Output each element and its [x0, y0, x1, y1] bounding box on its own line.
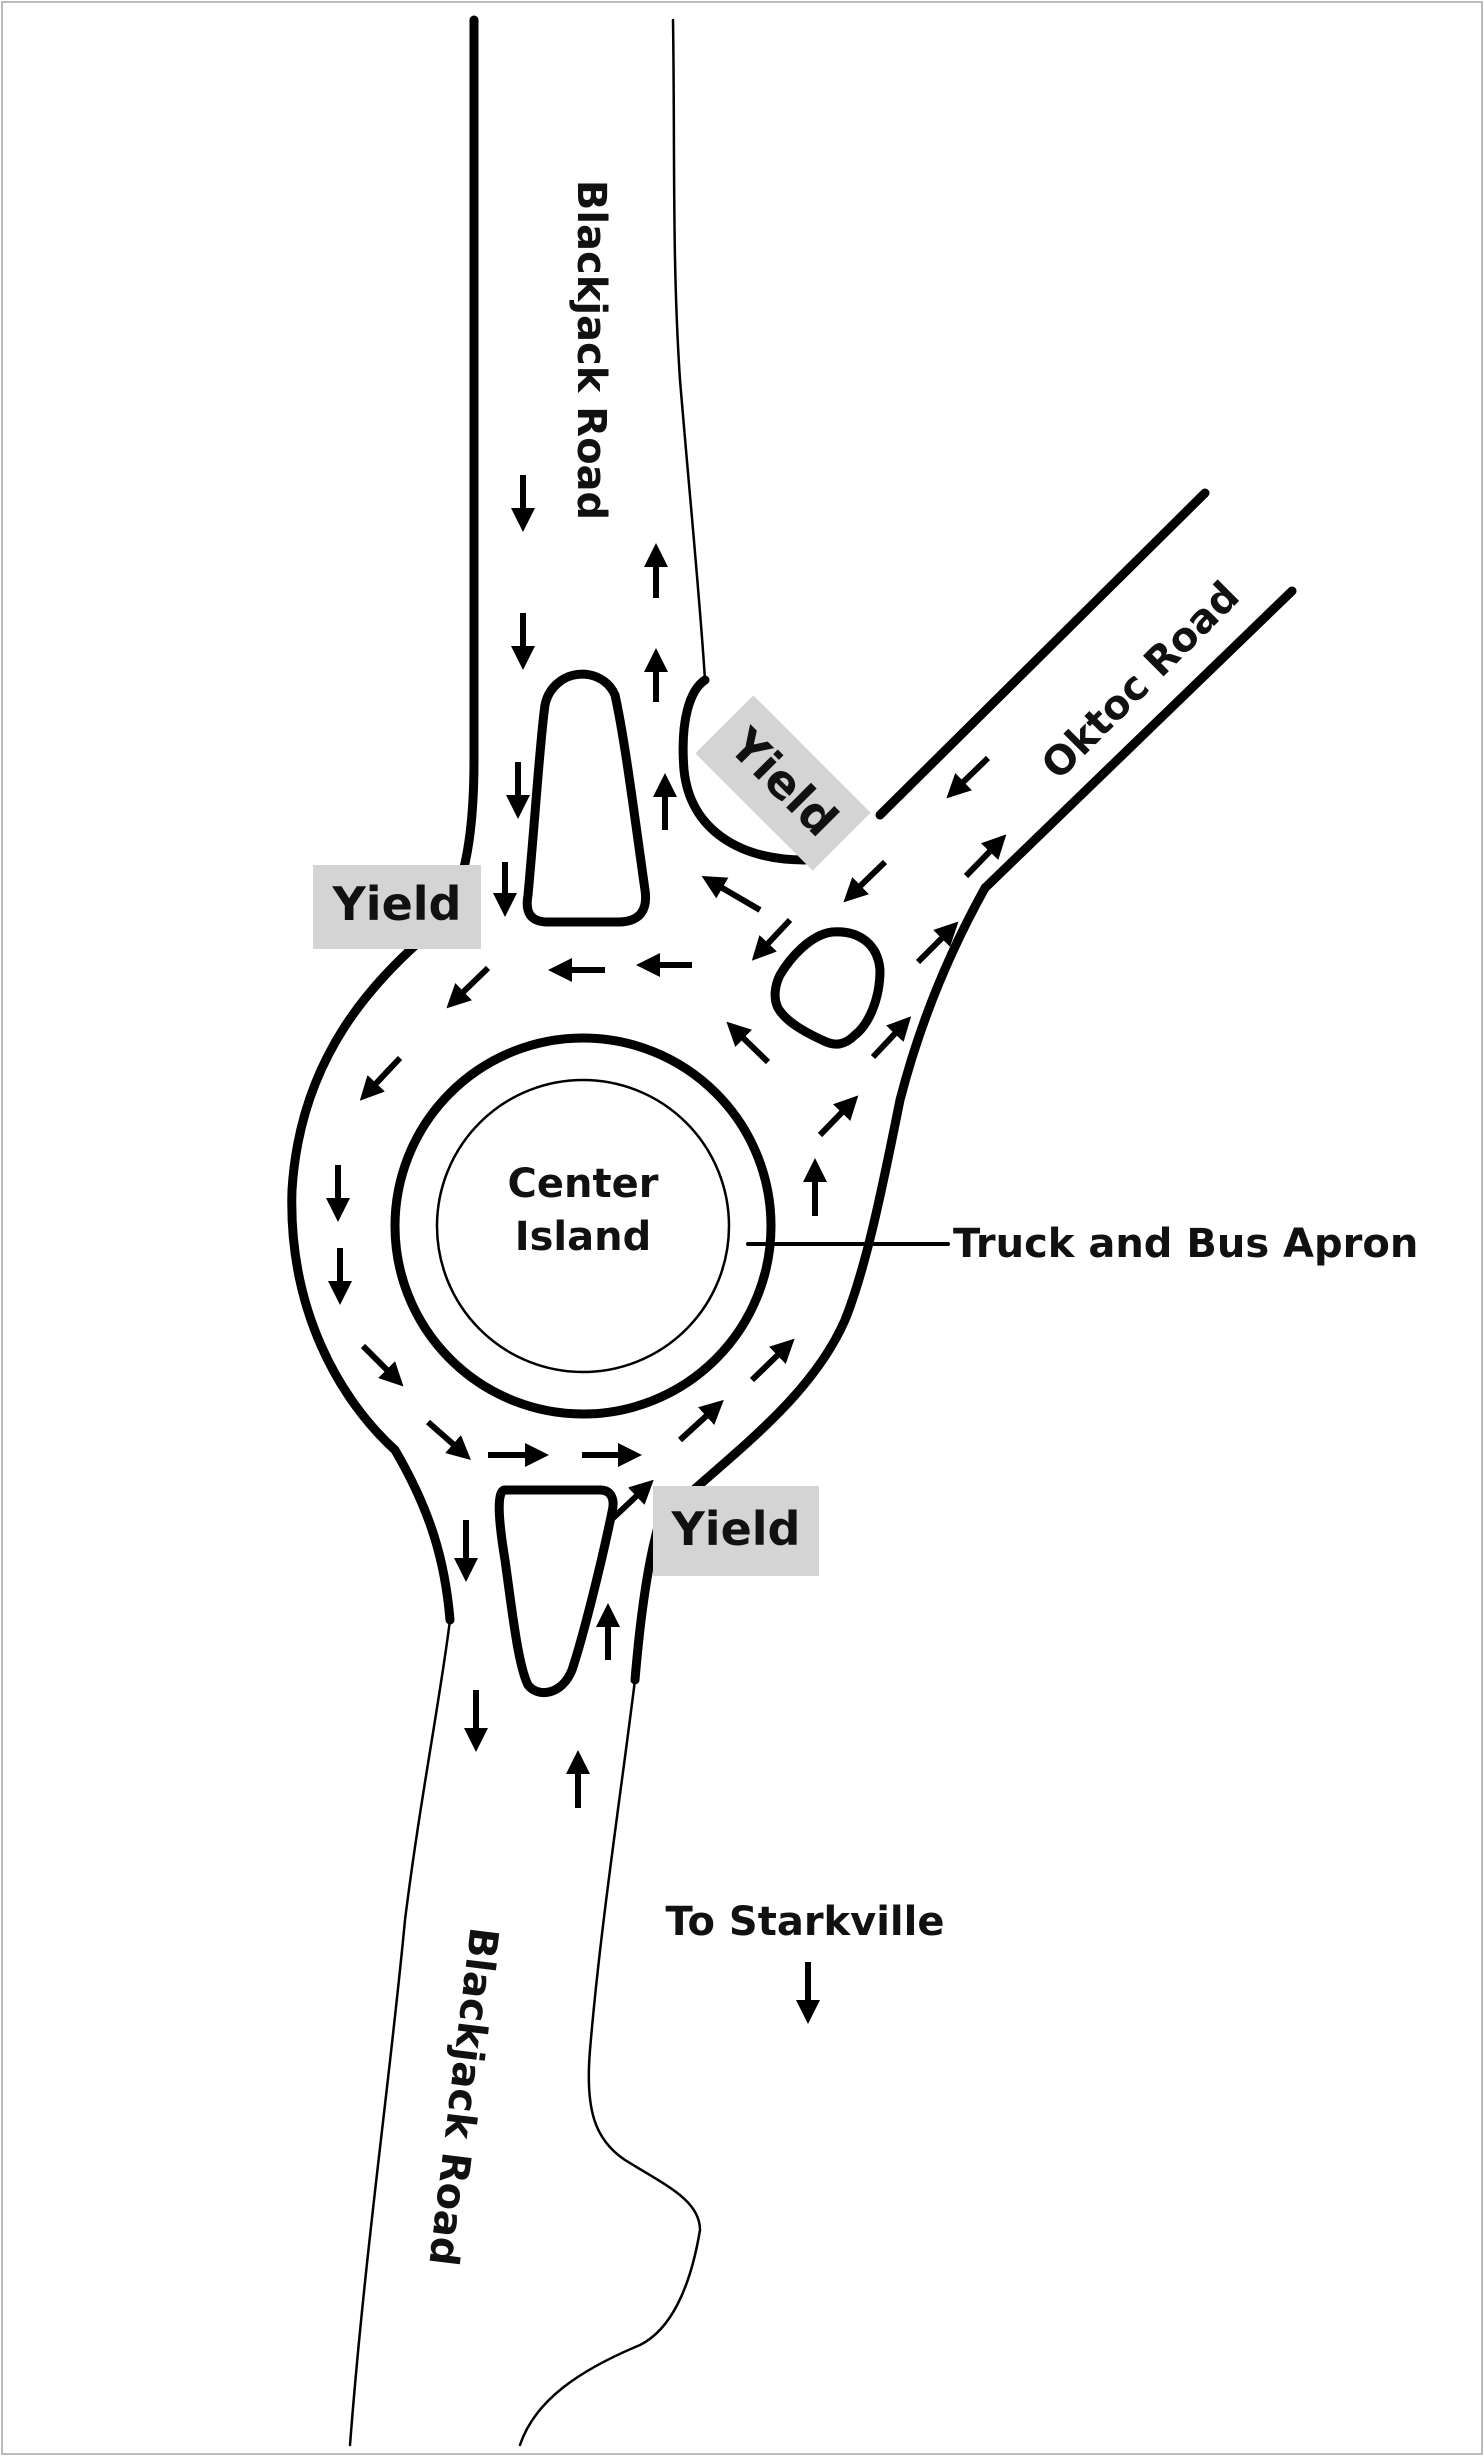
down-right-arrow-icon [360, 1343, 404, 1387]
yield-sign-northwest: Yield [313, 865, 481, 949]
down-left-arrow-icon [446, 965, 491, 1009]
down-right-arrow-icon [426, 1419, 471, 1460]
yield-sign-box [695, 695, 871, 871]
yield-sign-south: Yield [653, 1486, 819, 1576]
down-left-arrow-icon [946, 755, 991, 799]
yield-label: Yield [671, 1502, 801, 1556]
south-road-label: Blackjack Road [419, 1925, 506, 2268]
south-splitter-island [494, 1485, 618, 1697]
ne-splitter-island [770, 927, 885, 1049]
traffic-arrows [326, 475, 1007, 1808]
oktoc-road-label: Oktoc Road [1033, 573, 1248, 788]
up-left-arrow-icon [701, 875, 762, 913]
center-island-label-line1: Center [508, 1161, 659, 1207]
up-right-arrow-icon [817, 1095, 859, 1138]
up-right-arrow-icon [963, 834, 1007, 879]
up-right-arrow-icon [677, 1399, 724, 1443]
south-road-west-edge [348, 1618, 452, 2447]
apron-outer-ring [390, 1033, 776, 1419]
oktoc-road-south-edge [980, 586, 1297, 893]
north-road-west-edge [440, 15, 479, 925]
destination-label: To Starkville [666, 1899, 945, 1945]
center-island-ring [435, 1078, 731, 1374]
north-road-east-edge [671, 18, 707, 682]
yield-sign-box [313, 865, 481, 949]
up-right-arrow-icon [607, 1479, 654, 1524]
up-left-arrow-icon [726, 1021, 771, 1065]
ne-corner-curb [678, 675, 810, 865]
yield-sign-box [653, 1486, 819, 1576]
center-island-label-line2: Island [515, 1214, 652, 1260]
up-right-arrow-icon [870, 1016, 912, 1060]
north-splitter-island [522, 669, 651, 927]
north-road-label: Blackjack Road [568, 180, 614, 520]
down-left-arrow-icon [359, 1055, 403, 1101]
yield-label: Yield [332, 877, 462, 931]
down-left-arrow-icon [751, 917, 793, 961]
roundabout-outer-edge-west [287, 915, 455, 1625]
down-left-arrow-icon [843, 859, 888, 903]
up-right-arrow-icon [749, 1338, 795, 1383]
oktoc-road-north-edge [875, 488, 1210, 820]
up-right-arrow-icon [915, 921, 959, 965]
apron-label: Truck and Bus Apron [953, 1221, 1418, 1267]
yield-sign-northeast: Yield [695, 695, 871, 871]
south-road-east-edge [518, 1678, 702, 2447]
